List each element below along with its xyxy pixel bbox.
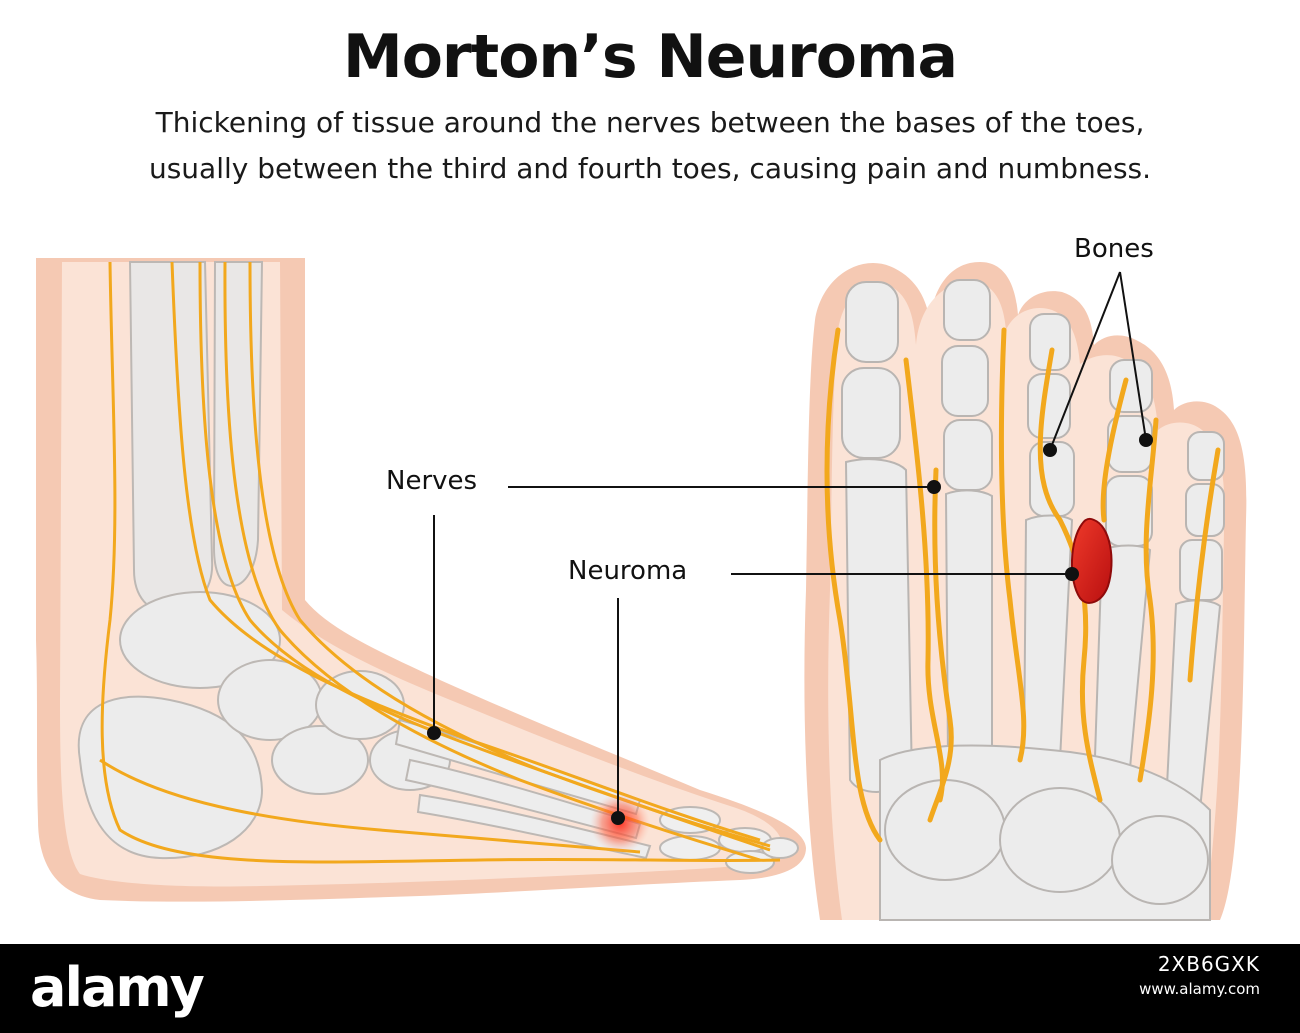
stock-footer-bar: alamy 2XB6GXK www.alamy.com bbox=[0, 944, 1300, 1033]
metatarsal-bones bbox=[394, 718, 652, 860]
subtitle-line-2: usually between the third and fourth toe… bbox=[148, 152, 1152, 185]
neuroma-mass bbox=[1071, 517, 1113, 604]
top-foot-bones bbox=[841, 279, 1225, 921]
page-title: Morton’s Neuroma bbox=[343, 22, 958, 92]
foot-anatomy-illustration bbox=[36, 258, 1247, 921]
subtitle: Thickening of tissue around the nerves b… bbox=[0, 100, 1300, 192]
neuroma-label: Neuroma bbox=[568, 556, 688, 586]
nerves-label: Nerves bbox=[386, 466, 478, 496]
top-foot-nerves bbox=[824, 327, 1221, 843]
image-id: 2XB6GXK bbox=[1157, 952, 1260, 976]
side-view-foot bbox=[36, 258, 806, 902]
tarsal-bones bbox=[77, 591, 451, 860]
callout-lines bbox=[427, 271, 1153, 825]
footer-url: www.alamy.com bbox=[1139, 980, 1260, 998]
subtitle-line-1: Thickening of tissue around the nerves b… bbox=[155, 106, 1145, 139]
top-view-foot bbox=[804, 262, 1247, 921]
bones-label: Bones bbox=[1074, 234, 1154, 264]
leg-bones bbox=[128, 261, 264, 614]
alamy-logo: alamy bbox=[30, 956, 205, 1019]
